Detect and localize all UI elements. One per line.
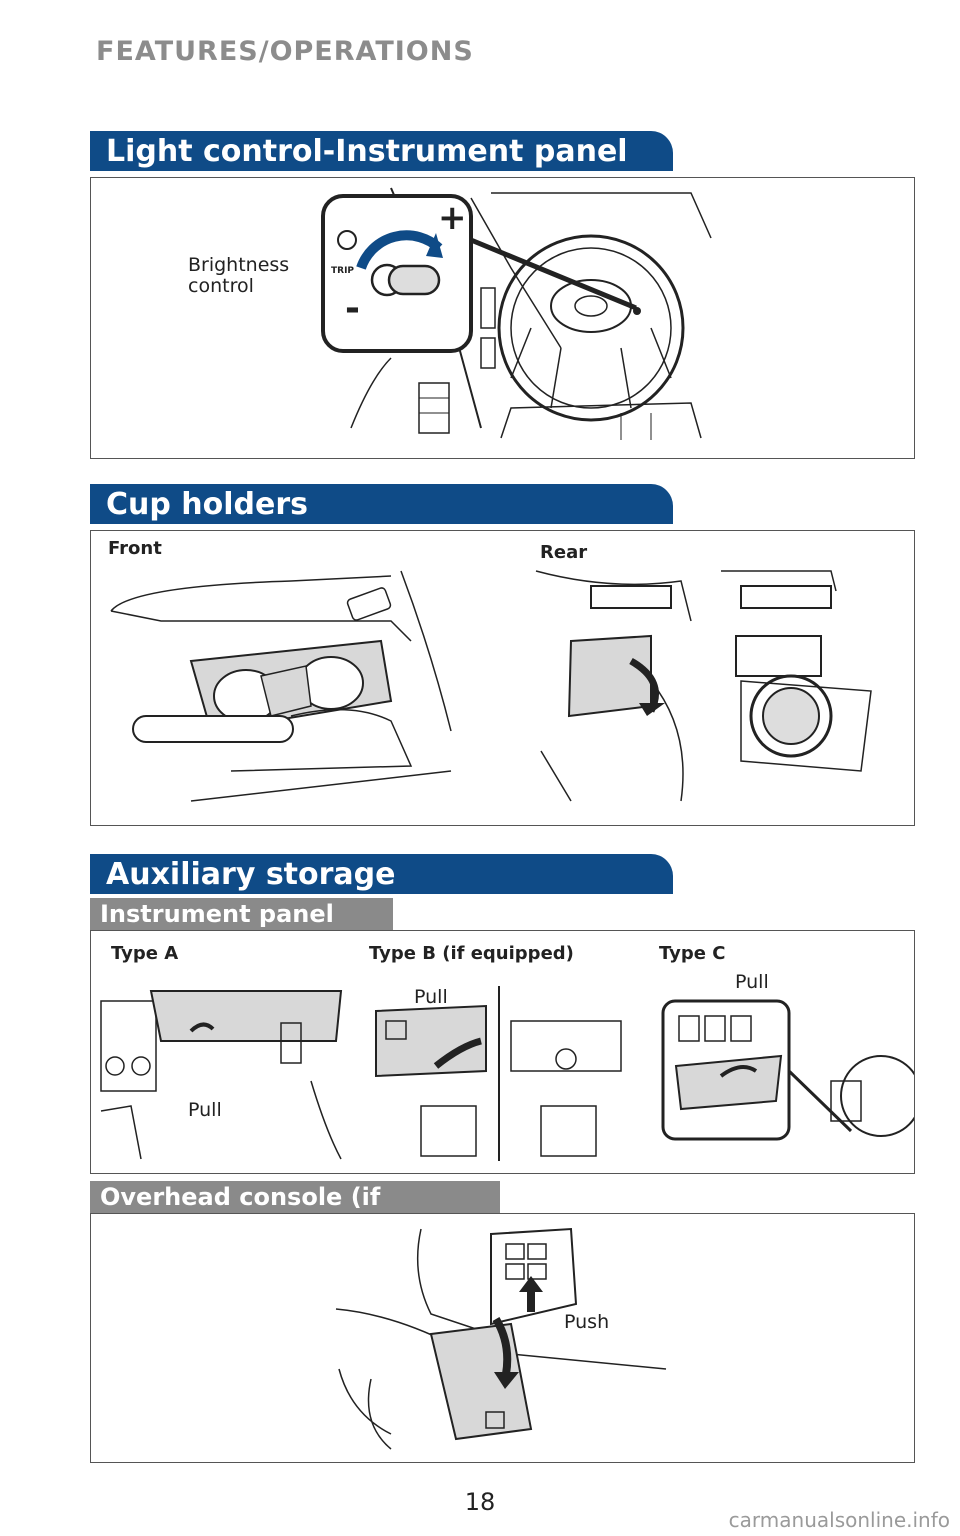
section-title-light-control: Light control-Instrument panel — [90, 131, 673, 171]
cup-holders-rear-label: Rear — [540, 542, 588, 563]
overhead-console-illustration — [335, 1227, 667, 1450]
type-a-label: Type A — [111, 943, 179, 964]
instrument-panel-storage-illustration — [100, 986, 914, 1161]
steering-wheel-illustration: TRIP — [321, 187, 712, 440]
section-title-auxiliary-storage: Auxiliary storage — [90, 854, 673, 894]
cup-holders-front-label: Front — [108, 538, 162, 559]
overhead-push-label: Push — [564, 1311, 610, 1333]
instrument-panel-storage-panel: Type A Type B (if equipped) Type C Pull … — [90, 930, 915, 1174]
type-b-label: Type B (if equipped) — [369, 943, 574, 964]
page-header: FEATURES/OPERATIONS — [96, 36, 474, 67]
overhead-console-panel: Push — [90, 1213, 915, 1463]
watermark: carmanualsonline.info — [728, 1508, 950, 1532]
cup-holders-illustration — [110, 570, 872, 802]
type-c-label: Type C — [659, 943, 726, 964]
type-a-pull-label: Pull — [188, 1099, 222, 1121]
light-control-panel: Brightness control TRIP + - — [90, 177, 915, 459]
page-number: 18 — [464, 1488, 496, 1516]
brightness-plus-symbol: + — [438, 198, 467, 238]
cup-holders-panel: Front Rear — [90, 530, 915, 826]
type-b-pull-label: Pull — [414, 986, 448, 1008]
subsection-overhead-console: Overhead console (if equipped) — [90, 1181, 500, 1243]
brightness-minus-symbol: - — [345, 288, 360, 329]
subsection-instrument-panel: Instrument panel — [90, 898, 393, 930]
brightness-control-label: Brightness control — [188, 254, 290, 297]
section-title-cup-holders: Cup holders — [90, 484, 673, 524]
svg-text:TRIP: TRIP — [331, 266, 354, 276]
type-c-pull-label: Pull — [735, 971, 769, 993]
